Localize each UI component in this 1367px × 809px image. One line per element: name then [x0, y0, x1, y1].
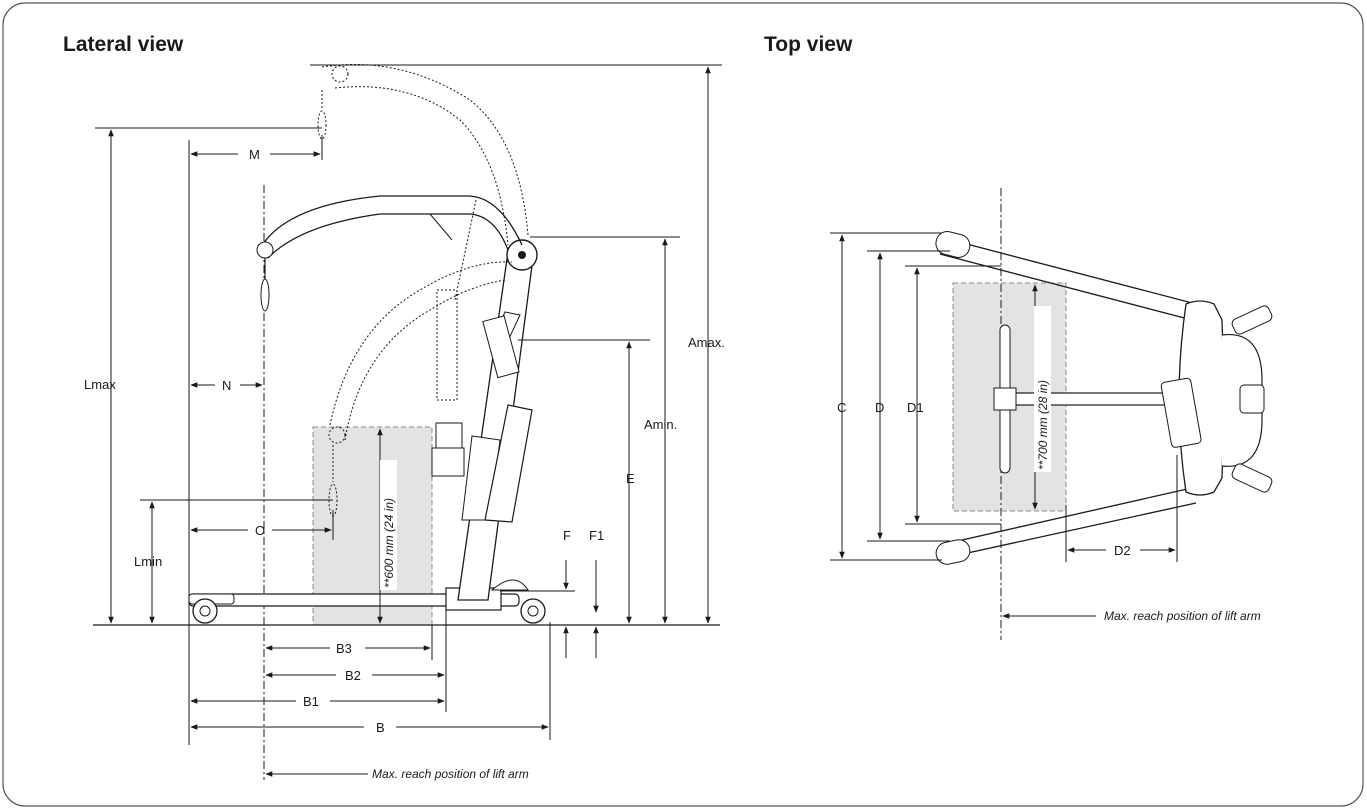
- label-lmin: Lmin: [134, 554, 162, 569]
- raised-bracket: [454, 199, 477, 301]
- front-wheel-hub: [199, 605, 211, 617]
- label-e: E: [626, 471, 635, 486]
- top-view-heading: Top view: [764, 33, 853, 56]
- rear-wheel-hub: [527, 605, 539, 617]
- label-amin: Amin.: [644, 417, 677, 432]
- lateral-clearance-label: **600 mm (24 in): [382, 498, 396, 588]
- hook-solid: [260, 278, 270, 312]
- lateral-view-heading: Lateral view: [63, 33, 184, 56]
- top-mast-head: [1239, 384, 1265, 414]
- lateral-reach-note: Max. reach position of lift arm: [372, 767, 529, 781]
- label-f1: F1: [589, 528, 604, 543]
- label-d2: D2: [1114, 543, 1131, 558]
- boom-pivot-pin: [518, 251, 526, 259]
- boom-raised-top: [321, 63, 529, 236]
- actuator-upper: [482, 315, 520, 379]
- boom-solid-top: [262, 195, 523, 246]
- top-clearance-label: **700 mm (28 in): [1036, 380, 1050, 470]
- label-b2: B2: [345, 668, 361, 683]
- top-leg-upper: [939, 236, 1197, 321]
- top-castor-lower: [1231, 463, 1273, 493]
- boom-solid-bottom: [267, 213, 509, 259]
- front-wheel: [192, 598, 218, 624]
- brake-pedal: [490, 579, 529, 591]
- label-amax: Amax.: [688, 335, 725, 350]
- top-spreader-hub: [993, 387, 1017, 411]
- rear-wheel: [520, 598, 546, 624]
- top-battery: [1160, 377, 1202, 448]
- label-b3: B3: [336, 641, 352, 656]
- boom-lowered-bottom: [344, 279, 507, 441]
- label-f: F: [563, 528, 571, 543]
- top-leg-upper-tip: [935, 231, 971, 258]
- label-d1: D1: [907, 400, 924, 415]
- top-leg-lower: [939, 486, 1197, 560]
- label-m: M: [249, 147, 260, 162]
- top-castor-upper: [1231, 305, 1273, 335]
- boom-lowered-top: [329, 261, 513, 426]
- label-c: C: [837, 400, 846, 415]
- top-leg-lower-tip: [935, 539, 971, 565]
- label-n: N: [222, 378, 231, 393]
- label-d: D: [875, 400, 884, 415]
- boom-lowered-end: [328, 426, 346, 444]
- label-b1: B1: [303, 694, 319, 709]
- label-o: O: [255, 523, 265, 538]
- lateral-view: M N O Lmax Lmin Amax. Amin. E F F1 B3 B2…: [84, 63, 725, 781]
- label-lmax: Lmax: [84, 377, 116, 392]
- label-b: B: [376, 720, 385, 735]
- boom-raised-end: [331, 65, 349, 83]
- boom-end: [256, 241, 274, 259]
- lowered-actuator: [436, 289, 458, 401]
- boom-bracket: [429, 213, 453, 241]
- top-reach-note: Max. reach position of lift arm: [1104, 609, 1261, 623]
- boom-raised-bottom: [334, 86, 509, 246]
- control-box: [431, 447, 465, 477]
- top-view: C D D1 D2 Max. reach position of lift ar…: [830, 188, 1273, 640]
- actuator-body: [484, 404, 533, 523]
- hook-raised: [317, 110, 327, 140]
- control-box-top: [435, 422, 463, 449]
